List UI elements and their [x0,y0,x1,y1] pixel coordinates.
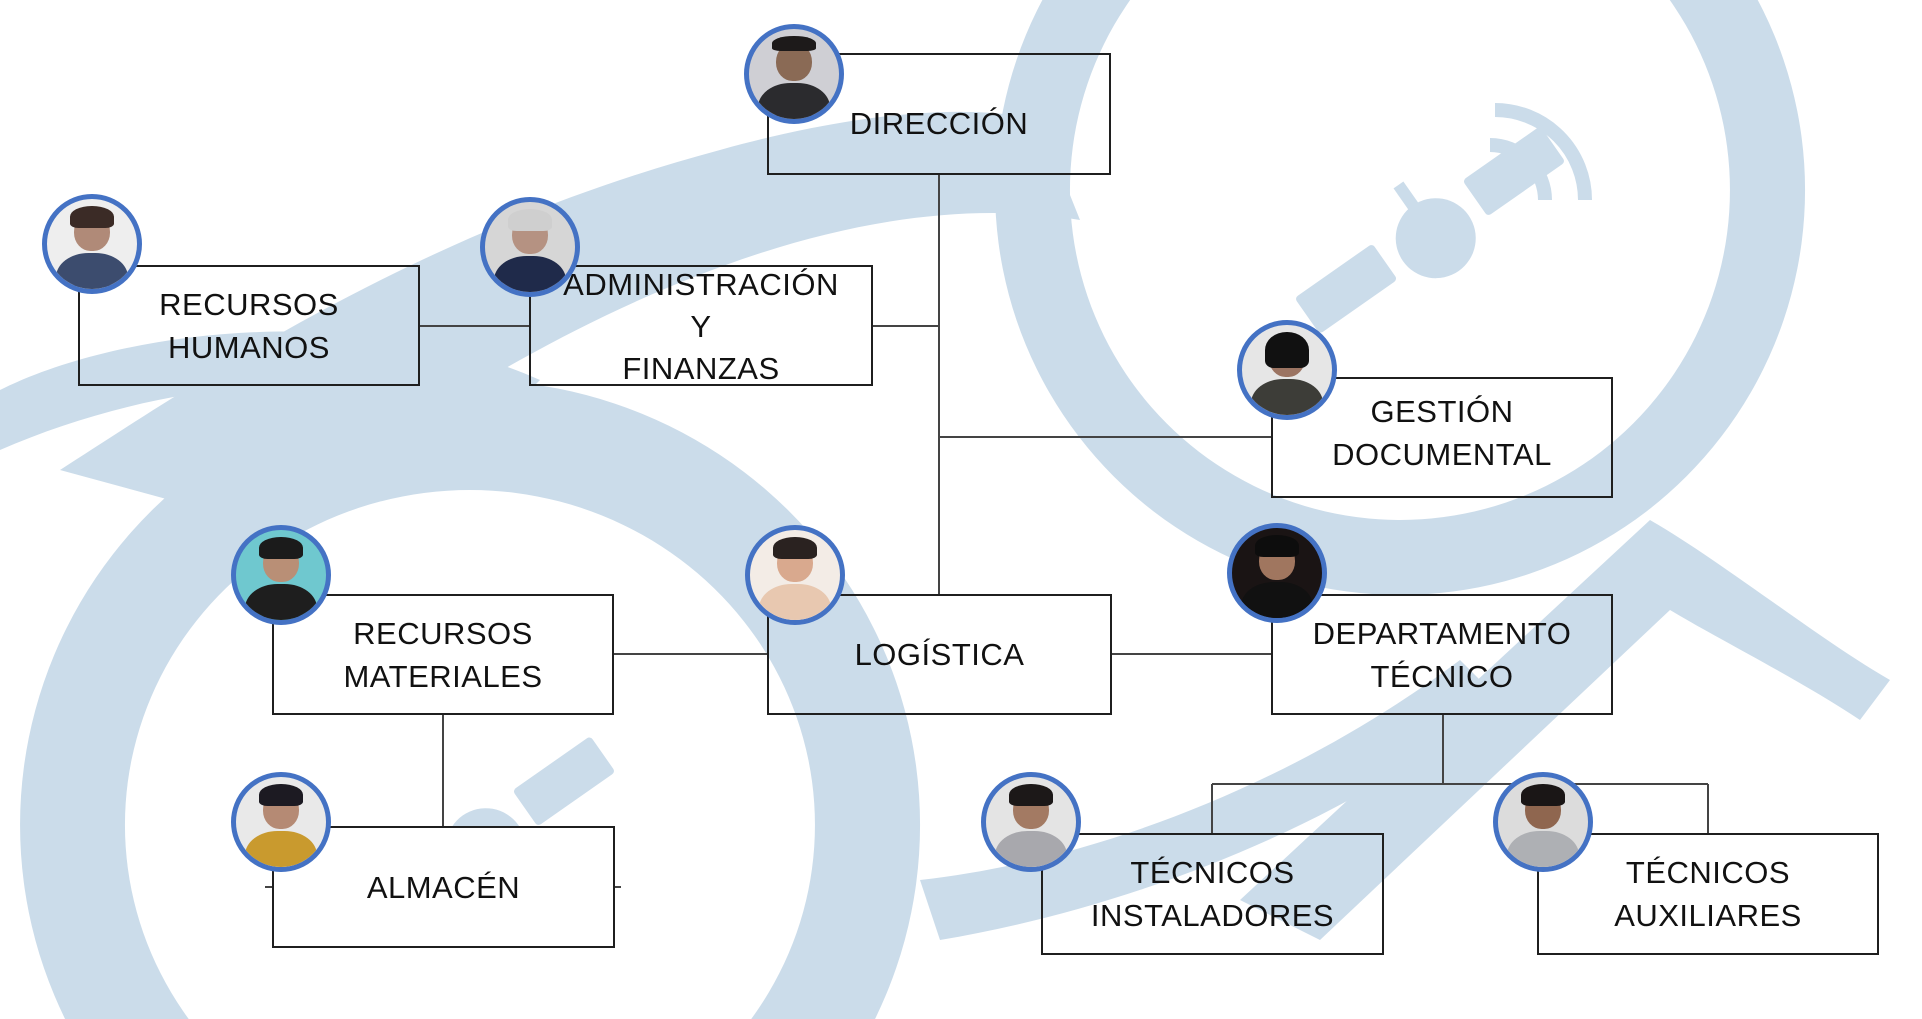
node-administracion-finanzas: ADMINISTRACIÓN Y FINANZAS [529,265,873,386]
avatar-direccion [744,24,844,124]
avatar-recursos-materiales [231,525,331,625]
node-departamento-tecnico: DEPARTAMENTO TÉCNICO [1271,594,1613,715]
watermark-swoosh-top [60,111,1080,501]
node-label: TÉCNICO [1370,658,1514,694]
node-label: DIRECCIÓN [849,105,1029,141]
node-logistica: LOGÍSTICA [767,594,1112,715]
node-label: GESTIÓN [1370,393,1514,429]
avatar-departamento-tecnico [1227,523,1327,623]
node-label: MATERIALES [343,658,543,694]
node-label: RECURSOS [159,286,339,322]
node-label: FINANZAS [622,351,780,386]
avatar-tecnicos-auxiliares [1493,772,1593,872]
avatar-gestion-documental [1237,320,1337,420]
node-gestion-documental: GESTIÓN DOCUMENTAL [1271,377,1613,498]
node-almacen: ALMACÉN [272,826,615,948]
node-label: HUMANOS [168,329,330,365]
avatar-recursos-humanos [42,194,142,294]
node-label: INSTALADORES [1090,898,1335,933]
node-label: TÉCNICOS [1625,855,1791,890]
node-label: ADMINISTRACIÓN [563,267,839,302]
avatar-administracion-finanzas [480,197,580,297]
avatar-almacen [231,772,331,872]
node-tecnicos-instaladores: TÉCNICOS INSTALADORES [1041,833,1384,955]
node-label: Y [690,309,712,344]
avatar-logistica [745,525,845,625]
node-label: ALMACÉN [366,869,521,905]
watermark-chevron-right [1240,520,1890,940]
watermark-ring-upper-right [995,0,1806,595]
node-label: RECURSOS [353,615,533,651]
satellite-icon [1296,127,1564,333]
node-label: TÉCNICOS [1130,855,1295,890]
avatar-tecnicos-instaladores [981,772,1081,872]
node-recursos-materiales: RECURSOS MATERIALES [272,594,614,715]
node-tecnicos-auxiliares: TÉCNICOS AUXILIARES [1537,833,1879,955]
node-label: LOGÍSTICA [854,637,1025,672]
node-recursos-humanos: RECURSOS HUMANOS [78,265,420,386]
node-label: DEPARTAMENTO [1312,615,1572,651]
node-label: DOCUMENTAL [1332,436,1552,472]
node-label: AUXILIARES [1614,898,1802,933]
